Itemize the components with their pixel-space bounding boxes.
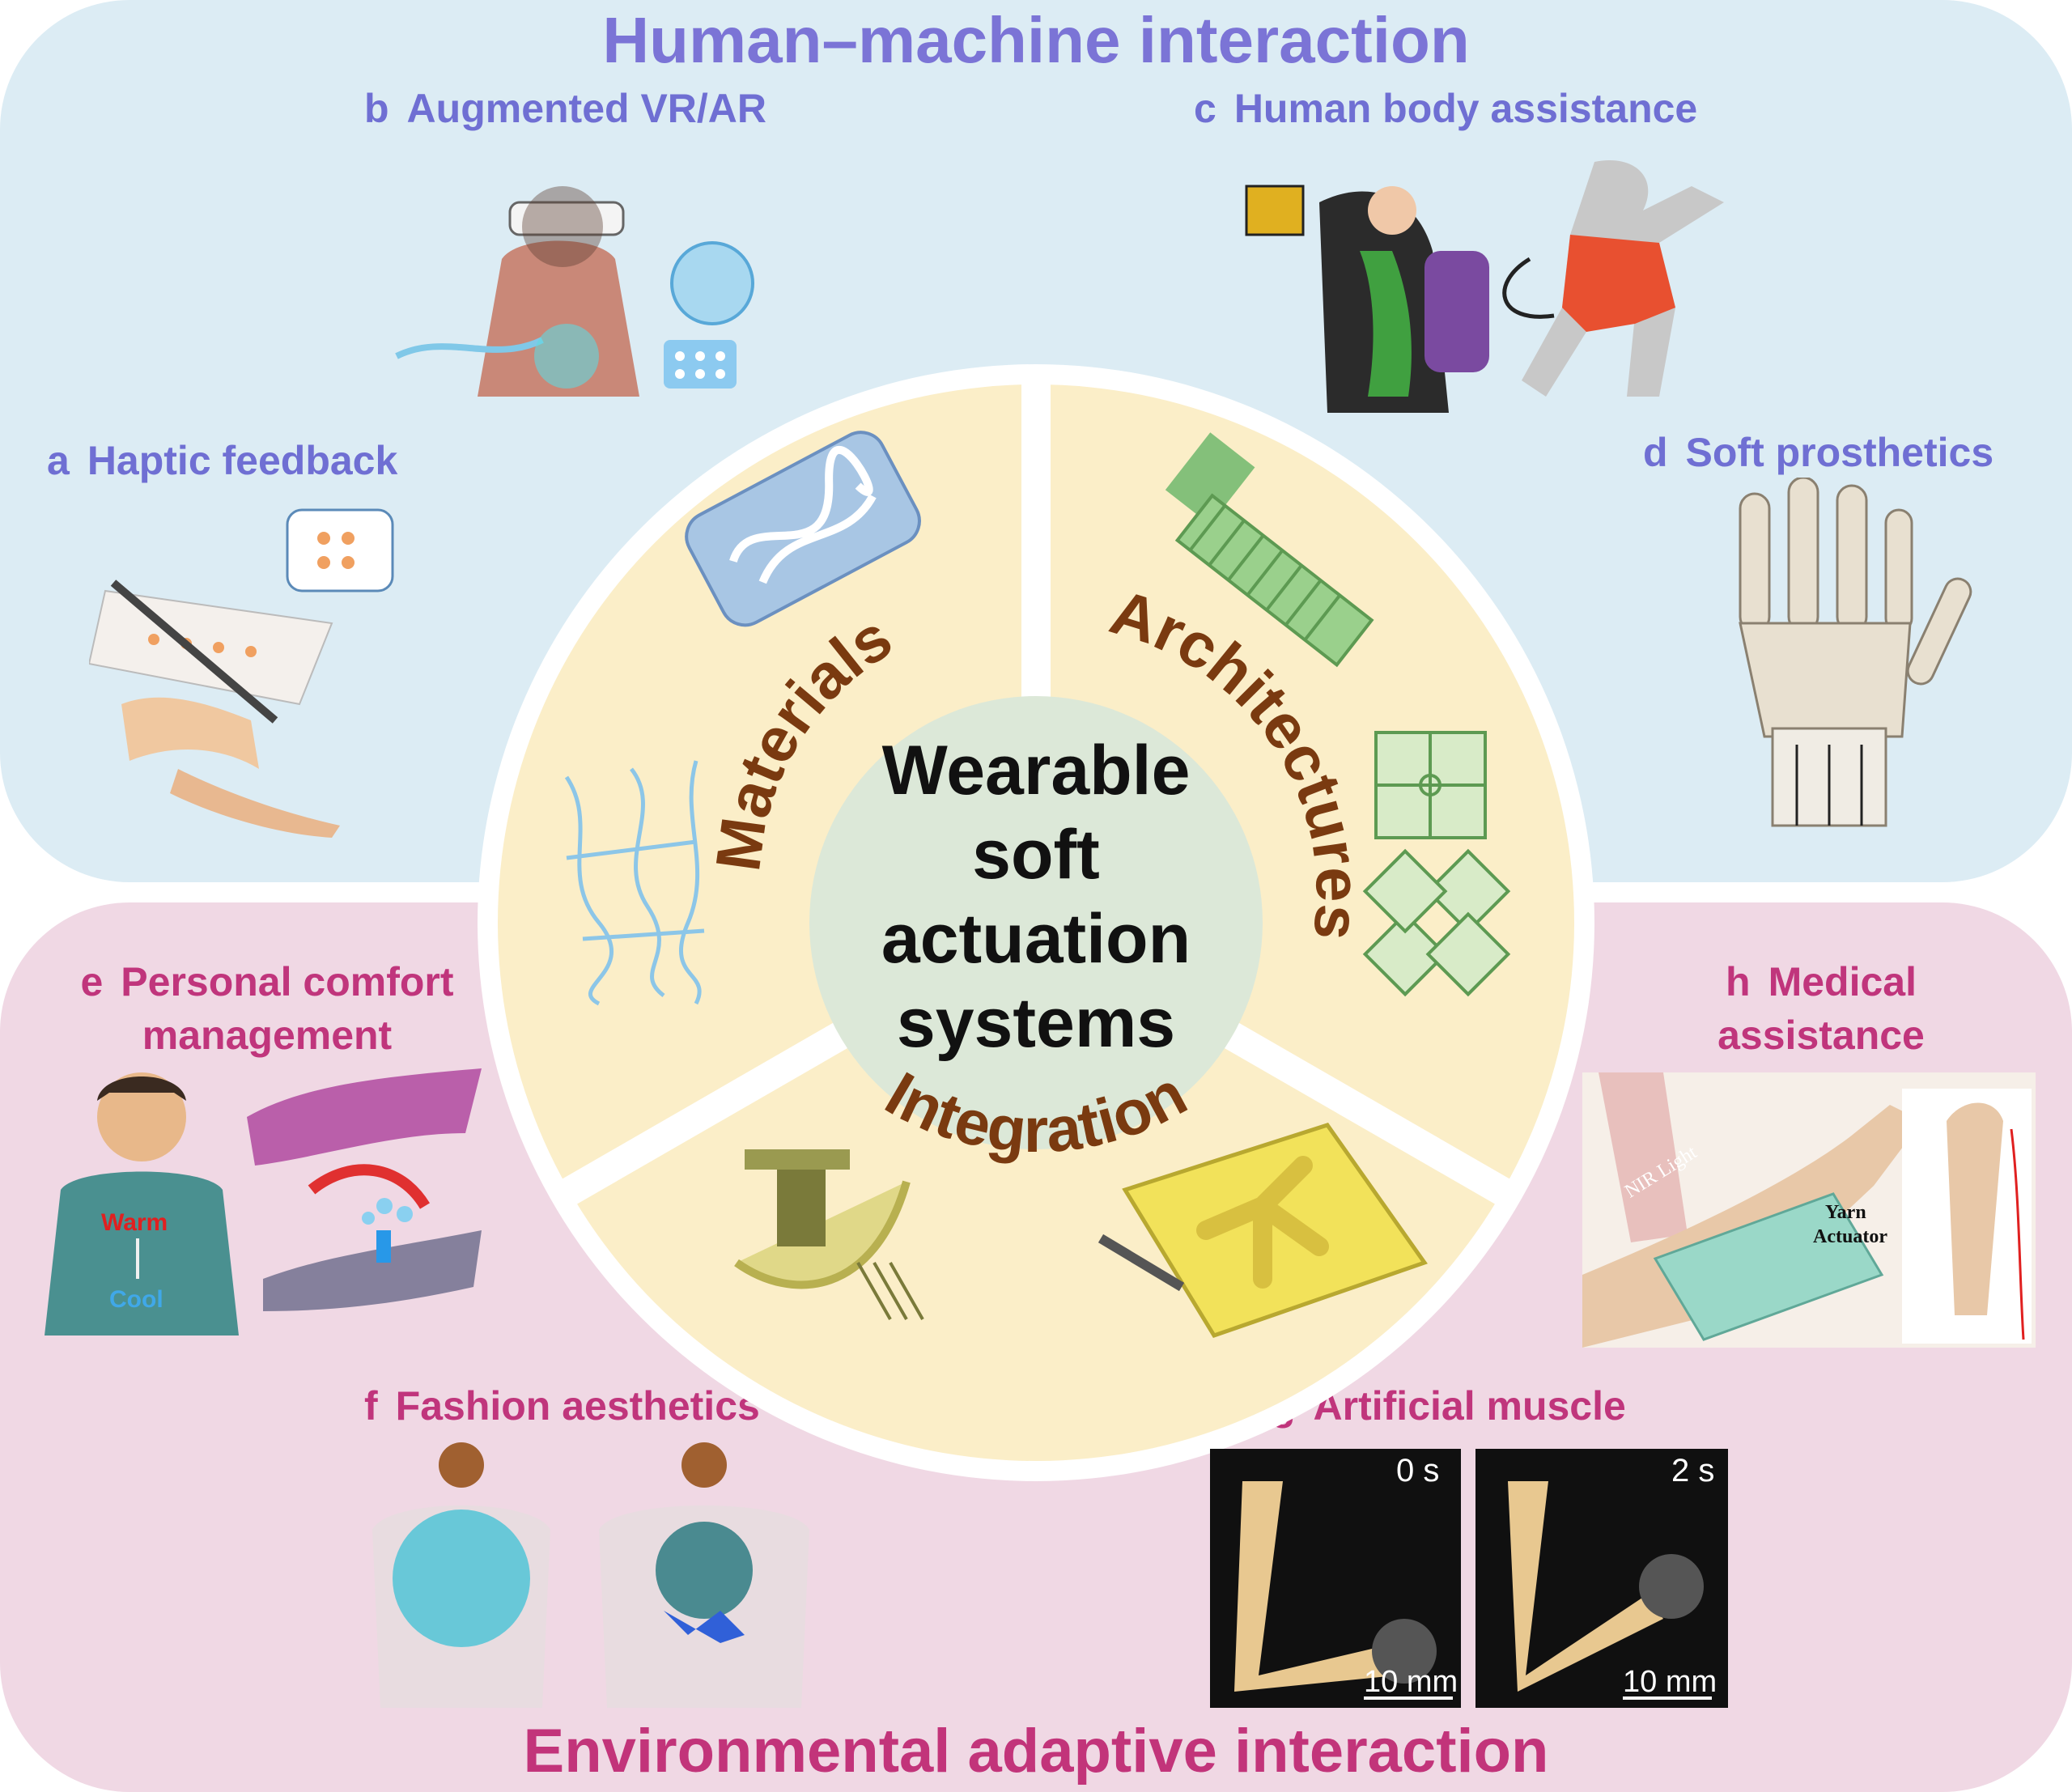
materials-fiber-patch-icon	[685, 431, 921, 627]
haptic-feedback-illustration	[89, 508, 394, 838]
medical-assistance-illustration: NIR Light Yarn Actuator	[1582, 1072, 2036, 1348]
cool-label: Cool	[109, 1286, 163, 1313]
artificial-muscle-illustration: 0 s 2 s 10 mm 10 mm	[1210, 1449, 1728, 1708]
yarn-label: Yarn	[1825, 1202, 1866, 1223]
time-start-label: 0 s	[1396, 1453, 1439, 1488]
center-circle	[809, 696, 1263, 1149]
environmental-title: Environmental adaptive interaction	[523, 1717, 1549, 1786]
fashion-aesthetics-illustration	[372, 1442, 809, 1708]
actuator-label: Actuator	[1813, 1226, 1887, 1247]
soft-prosthetic-hand-illustration	[1739, 478, 1972, 827]
personal-comfort-illustration: Warm Cool	[45, 1068, 482, 1336]
center-title: Wearable soft actuation systems	[881, 732, 1191, 1062]
body-assistance-illustration	[1245, 160, 1724, 413]
architectures-origami-icon	[1362, 731, 1511, 997]
vr-ar-illustration	[395, 186, 754, 397]
scale-bar-label-1: 10 mm	[1364, 1665, 1458, 1699]
materials-polymer-network-icon	[564, 760, 705, 1006]
time-end-label: 2 s	[1671, 1453, 1714, 1488]
warm-label: Warm	[101, 1209, 168, 1236]
integration-printer-icon	[734, 1149, 924, 1320]
architectures-bellows-actuator-icon	[1165, 432, 1374, 668]
human-machine-title: Human–machine interaction	[602, 4, 1470, 76]
scale-bar-label-2: 10 mm	[1623, 1665, 1717, 1699]
integration-mold-icon	[1098, 1123, 1428, 1339]
